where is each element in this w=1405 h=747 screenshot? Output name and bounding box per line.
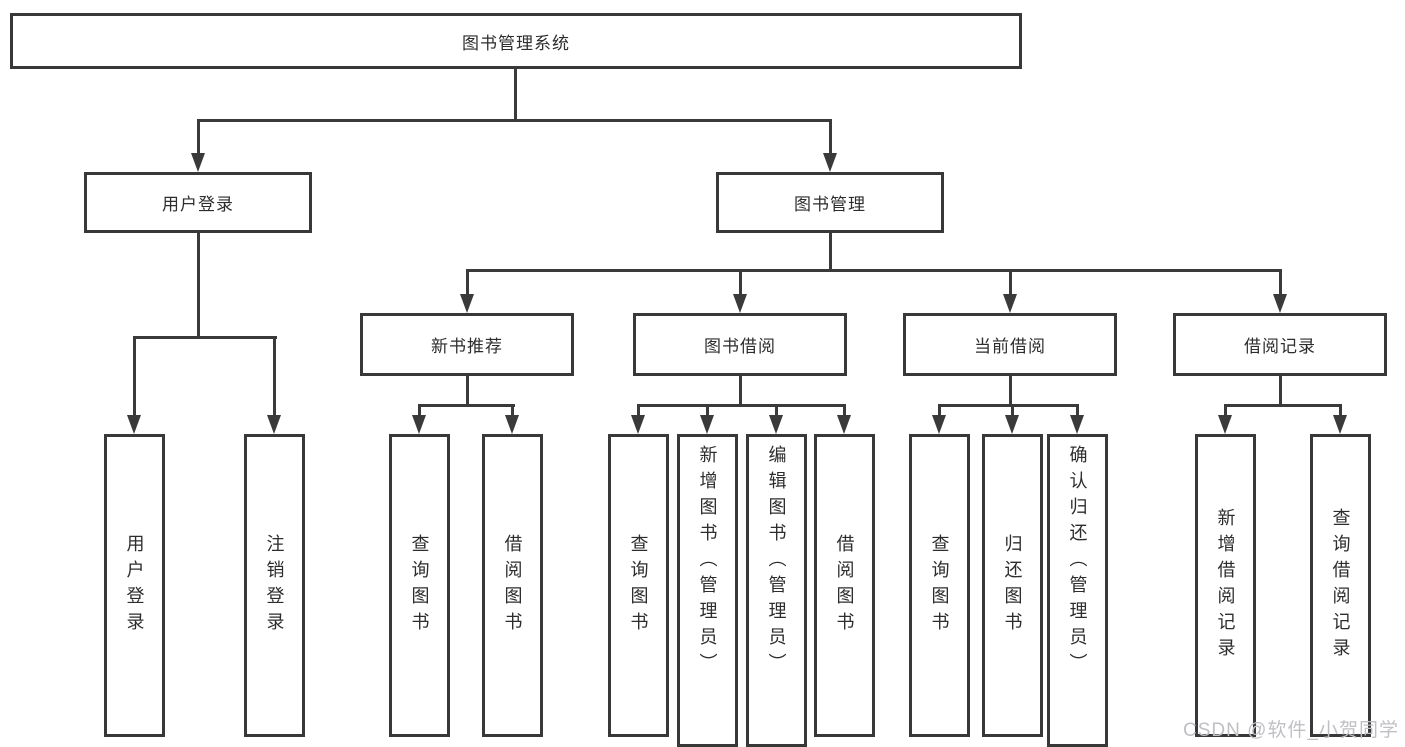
leaf-query-borrow-record: 查询借阅记录 [1310, 434, 1371, 737]
leaf-add-borrow-record: 新增借阅记录 [1195, 434, 1256, 737]
arrow-down-icon [1218, 415, 1232, 434]
connector-line [1011, 404, 1014, 418]
connector-line [829, 119, 832, 155]
node-book-management: 图书管理 [716, 172, 944, 233]
leaf-return-books: 归还图书 [982, 434, 1043, 737]
leaf-borrow-books-borrowing: 借阅图书 [814, 434, 875, 737]
node-label: 确认归还（管理员） [1067, 445, 1088, 679]
node-label: 查询图书 [628, 533, 649, 638]
connector-line [273, 336, 276, 418]
arrow-down-icon [1005, 415, 1019, 434]
arrow-down-icon [1273, 294, 1287, 313]
connector-line [637, 404, 640, 418]
connector-line [1009, 269, 1012, 297]
connector-line [466, 269, 1282, 272]
node-new-book-recommendation: 新书推荐 [360, 313, 574, 376]
connector-line [418, 404, 515, 407]
arrow-down-icon [733, 294, 747, 313]
connector-line [133, 336, 277, 339]
connector-line [739, 269, 742, 297]
connector-line [197, 233, 200, 338]
connector-line [1076, 404, 1079, 418]
node-label: 新增图书（管理员） [697, 445, 718, 679]
leaf-query-books-recommend: 查询图书 [389, 434, 450, 737]
node-label: 编辑图书（管理员） [766, 445, 787, 679]
leaf-logout: 注销登录 [244, 434, 305, 737]
node-user-login: 用户登录 [84, 172, 312, 233]
connector-line [1224, 404, 1227, 418]
connector-line [938, 404, 1079, 407]
leaf-query-books-borrowing: 查询图书 [608, 434, 669, 737]
leaf-confirm-return-admin: 确认归还（管理员） [1047, 434, 1108, 747]
connector-line [843, 404, 846, 418]
node-label: 归还图书 [1002, 533, 1023, 638]
leaf-borrow-books-recommend: 借阅图书 [482, 434, 543, 737]
connector-line [938, 404, 941, 418]
node-label: 当前借阅 [974, 337, 1046, 356]
node-label: 借阅图书 [502, 533, 523, 638]
connector-line [197, 119, 832, 122]
arrow-down-icon [267, 415, 281, 434]
connector-line [1279, 376, 1282, 406]
node-label: 借阅图书 [834, 533, 855, 638]
node-label: 查询图书 [929, 533, 950, 638]
csdn-watermark: CSDN @软件_小贺同学 [1183, 720, 1399, 741]
node-label: 图书管理 [794, 195, 866, 214]
node-label: 借阅记录 [1244, 337, 1316, 356]
arrow-down-icon [631, 415, 645, 434]
node-current-borrowing: 当前借阅 [903, 313, 1117, 376]
connector-line [466, 376, 469, 406]
node-library-management-system: 图书管理系统 [10, 13, 1022, 69]
node-label: 图书管理系统 [462, 33, 570, 53]
connector-line [706, 404, 709, 418]
connector-line [1009, 376, 1012, 406]
arrow-down-icon [1333, 415, 1347, 434]
node-label: 注销登录 [264, 533, 285, 638]
leaf-query-books-current: 查询图书 [909, 434, 970, 737]
connector-line [511, 404, 514, 418]
arrow-down-icon [932, 415, 946, 434]
node-label: 用户登录 [124, 533, 145, 638]
connector-line [775, 404, 778, 418]
arrow-down-icon [769, 415, 783, 434]
connector-line [739, 376, 742, 406]
connector-line [1224, 404, 1342, 407]
connector-line [418, 404, 421, 418]
arrow-down-icon [505, 415, 519, 434]
connector-line [133, 336, 136, 418]
connector-line [1339, 404, 1342, 418]
leaf-user-login: 用户登录 [104, 434, 165, 737]
arrow-down-icon [1070, 415, 1084, 434]
connector-line [637, 404, 846, 407]
arrow-down-icon [191, 153, 205, 172]
arrow-down-icon [460, 294, 474, 313]
node-borrowing-records: 借阅记录 [1173, 313, 1387, 376]
arrow-down-icon [823, 153, 837, 172]
node-label: 新书推荐 [431, 337, 503, 356]
arrow-down-icon [412, 415, 426, 434]
node-label: 用户登录 [162, 195, 234, 214]
node-label: 查询图书 [409, 533, 430, 638]
connector-line [1279, 269, 1282, 297]
leaf-add-book-admin: 新增图书（管理员） [677, 434, 738, 747]
connector-line [514, 68, 517, 120]
connector-line [466, 269, 469, 297]
arrow-down-icon [127, 415, 141, 434]
connector-line [829, 233, 832, 271]
arrow-down-icon [837, 415, 851, 434]
arrow-down-icon [700, 415, 714, 434]
leaf-edit-book-admin: 编辑图书（管理员） [746, 434, 807, 747]
node-label: 新增借阅记录 [1215, 507, 1236, 664]
node-label: 图书借阅 [704, 337, 776, 356]
node-label: 查询借阅记录 [1330, 507, 1351, 664]
arrow-down-icon [1003, 294, 1017, 313]
connector-line [197, 119, 200, 155]
node-book-borrowing: 图书借阅 [633, 313, 847, 376]
